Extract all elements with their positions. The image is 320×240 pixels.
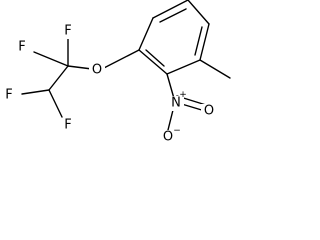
- ring-bond-top-right: [187, 0, 210, 25]
- f-bottom-left-atom: F: [2, 88, 16, 103]
- nitro-n-atom: N +: [168, 90, 187, 111]
- f-left-label: F: [18, 40, 25, 55]
- ring-double-bond-lower-left: [145, 49, 165, 67]
- nitro-n-label: N: [171, 96, 181, 111]
- nitro-o-bottom-label: O: [163, 130, 173, 145]
- ring-double-bond-right: [194, 26, 203, 56]
- cf2-to-f-left-bond: [33, 51, 69, 67]
- nitro-o-right-label: O: [204, 104, 214, 119]
- ring-bond-bottom-right: [166, 59, 201, 75]
- ring-bond-left: [138, 17, 154, 51]
- ring-bond-top-left: [152, 0, 189, 19]
- nitro-o-right-atom: O: [201, 104, 217, 119]
- f-top-atom: F: [61, 24, 75, 39]
- cf2-to-chf2-bond: [48, 65, 69, 91]
- f-bottom-left-label: F: [5, 88, 12, 103]
- bonds: [21, 0, 231, 131]
- f-bottom-label: F: [64, 118, 71, 133]
- structure-diagram: F F F F O N + O O −: [2, 0, 231, 145]
- chf2-to-f-bottom-left-bond: [21, 89, 50, 95]
- nitro-n-charge: +: [179, 90, 187, 100]
- atom-labels: F F F F O N + O O −: [2, 24, 217, 145]
- f-bottom-atom: F: [61, 118, 75, 133]
- ring-bond-bottom-left: [138, 49, 168, 75]
- ring-double-bond-top: [159, 8, 187, 23]
- f-left-atom: F: [16, 40, 30, 55]
- nitro-o-bottom-atom: O −: [160, 126, 181, 145]
- f-top-label: F: [64, 24, 71, 39]
- methyl-bond: [199, 59, 231, 79]
- ring-to-ether-o-bond: [99, 49, 140, 71]
- ring-bond-right: [199, 23, 210, 61]
- nitro-o-bottom-charge: −: [173, 126, 181, 136]
- ether-o-label: O: [92, 63, 102, 78]
- ether-o-atom: O: [89, 63, 105, 78]
- chf2-to-f-bottom-bond: [48, 89, 63, 118]
